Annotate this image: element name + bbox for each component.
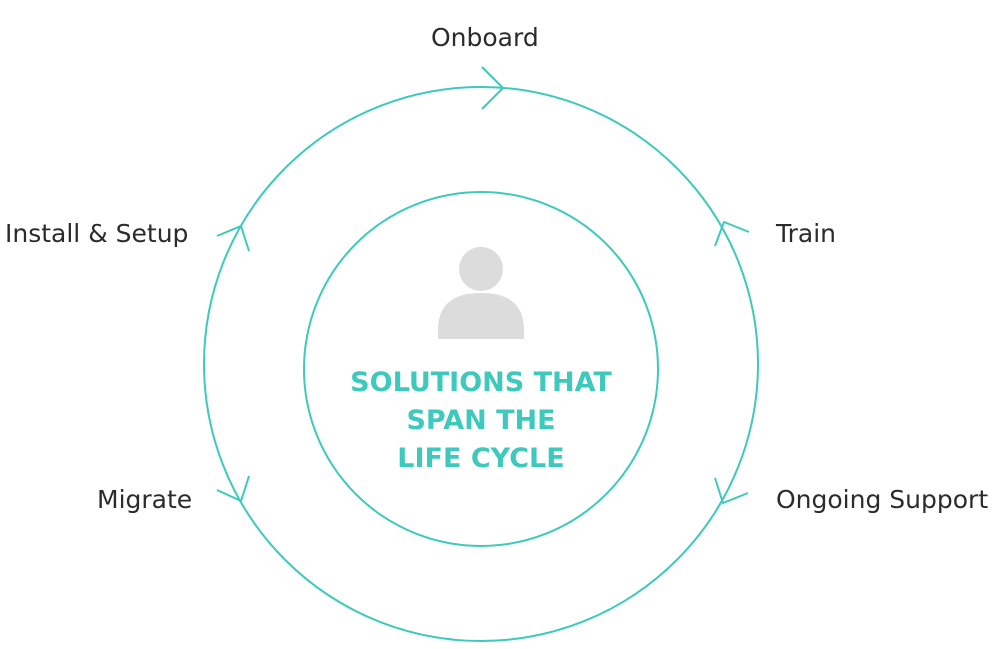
center-title: SOLUTIONS THAT SPAN THE LIFE CYCLE: [340, 364, 622, 478]
stage-label-onboard: Onboard: [431, 23, 539, 52]
user-icon: [438, 247, 524, 339]
stage-label-migrate: Migrate: [97, 485, 193, 514]
arrow-top-icon: [481, 66, 505, 110]
outer-cycle-ring: [203, 86, 759, 642]
center-title-line-2: SPAN THE: [406, 405, 556, 436]
arrow-right-upper-icon: [714, 220, 750, 247]
stage-label-install-setup: Install & Setup: [5, 219, 189, 248]
stage-label-train: Train: [776, 219, 836, 248]
center-title-line-1: SOLUTIONS THAT: [350, 367, 612, 398]
arrow-left-upper-icon: [216, 224, 250, 252]
arrow-right-lower-icon: [714, 477, 749, 505]
inner-ring: [303, 191, 659, 547]
center-title-line-3: LIFE CYCLE: [397, 443, 565, 474]
stage-label-ongoing-support: Ongoing Support: [776, 485, 989, 514]
arrow-left-lower-icon: [216, 475, 250, 503]
